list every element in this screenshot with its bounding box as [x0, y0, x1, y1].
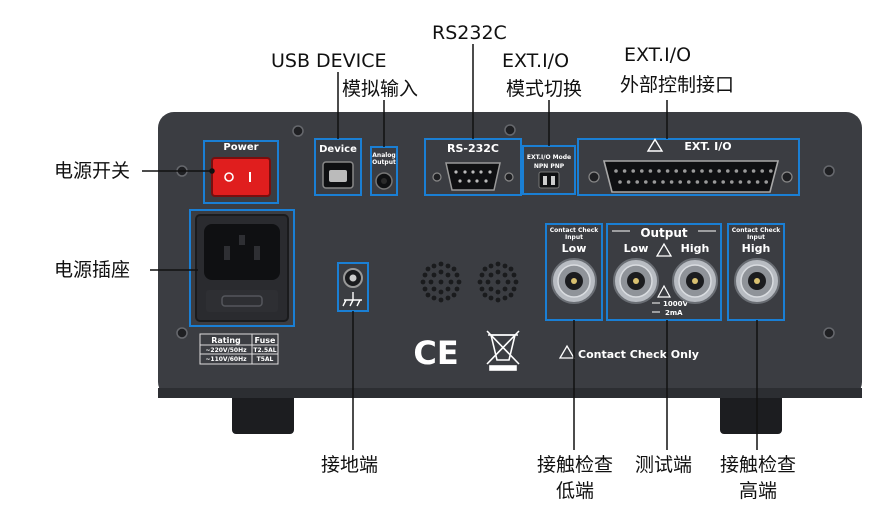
bnc-output-low[interactable] — [614, 259, 658, 303]
callout-contact-low-1: 接触检查 — [530, 454, 620, 476]
analog-label-2: Output — [372, 159, 396, 166]
fuse-row-1: T2.5AL — [253, 347, 276, 354]
extio-mode-switch[interactable] — [539, 172, 559, 188]
callout-power-switch: 电源开关 — [54, 160, 130, 182]
rating-row-1: ~220V/50Hz — [205, 347, 247, 354]
analog-label-1: Analog — [372, 152, 395, 159]
callout-test-terminal: 测试端 — [635, 454, 692, 476]
rs232c-port[interactable] — [446, 163, 500, 190]
callout-contact-high-2: 高端 — [710, 480, 806, 502]
ext-io-port[interactable] — [604, 161, 778, 192]
callout-analog-input: 模拟输入 — [342, 78, 418, 100]
bnc-contact-low[interactable] — [552, 259, 596, 303]
output-low-label: Low — [624, 242, 649, 255]
fuse-header: Fuse — [255, 336, 277, 345]
cc-high-label-1: Contact Check — [732, 227, 782, 234]
callout-extio-port-2: 外部控制接口 — [620, 74, 734, 96]
fuse-row-2: T5AL — [257, 356, 274, 363]
current-label: 2mA — [665, 309, 683, 317]
callout-contact-low: 接触检查 低端 — [530, 454, 620, 502]
callout-contact-high: 接触检查 高端 — [710, 454, 806, 502]
cc-low-label-2: Input — [565, 234, 583, 241]
cc-high-label-2: Input — [747, 234, 765, 241]
extio-mode-label: EXT.I/O Mode — [527, 154, 571, 161]
output-label: Output — [640, 226, 688, 240]
power-switch[interactable] — [212, 158, 270, 196]
rating-row-2: ~110V/60Hz — [205, 356, 247, 363]
contact-check-only-label: Contact Check Only — [578, 348, 699, 361]
callout-usb-device: USB DEVICE — [271, 50, 387, 72]
rating-header: Rating — [211, 336, 241, 345]
rs232c-label: RS-232C — [447, 142, 499, 155]
bnc-output-high[interactable] — [673, 259, 717, 303]
callout-ground: 接地端 — [321, 454, 378, 476]
callout-extio-port-1: EXT.I/O — [624, 44, 691, 66]
power-socket[interactable] — [204, 224, 280, 280]
callout-rs232c: RS232C — [432, 22, 507, 44]
ext-io-label: EXT. I/O — [684, 140, 731, 153]
rating-table: Rating Fuse ~220V/50Hz T2.5AL ~110V/60Hz… — [200, 334, 278, 364]
callout-extio-mode-2: 模式切换 — [506, 78, 582, 100]
callout-contact-low-2: 低端 — [530, 480, 620, 502]
output-high-label: High — [681, 242, 710, 255]
npn-pnp-label: NPN PNP — [534, 163, 565, 170]
callout-power-socket: 电源插座 — [54, 259, 130, 281]
cc-low-title: Low — [562, 242, 587, 255]
bnc-contact-high[interactable] — [735, 259, 779, 303]
power-label: Power — [223, 142, 258, 153]
callout-extio-mode-1: EXT.I/O — [502, 50, 569, 72]
cc-high-title: High — [742, 242, 771, 255]
ce-mark: CE — [413, 334, 458, 372]
callout-contact-high-1: 接触检查 — [710, 454, 806, 476]
cc-low-label-1: Contact Check — [550, 227, 600, 234]
device-label: Device — [319, 144, 357, 155]
